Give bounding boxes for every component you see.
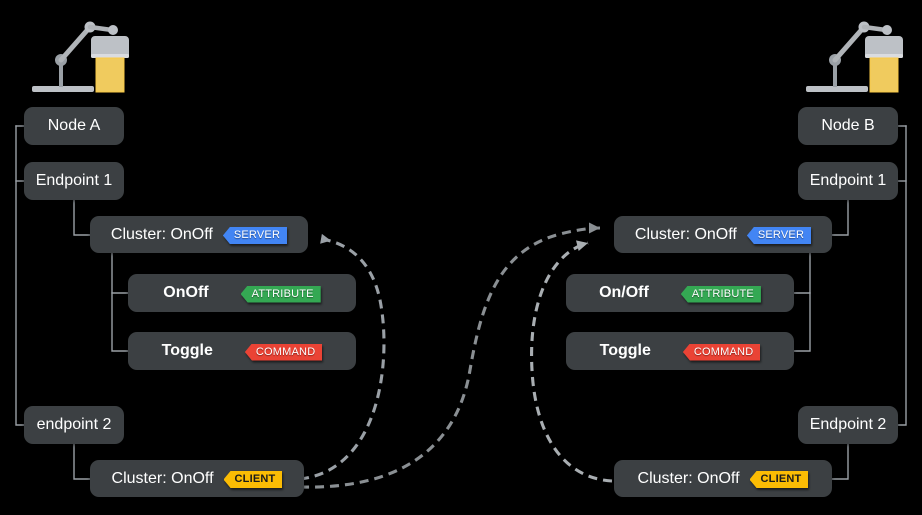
left-cluster-client-label: Cluster: OnOff — [111, 469, 214, 487]
desk-lamp-icon-left — [32, 21, 129, 93]
command-badge: COMMAND — [244, 343, 323, 361]
command-badge: COMMAND — [682, 343, 761, 361]
attribute-badge: ATTRIBUTE — [240, 285, 321, 303]
attribute-badge: ATTRIBUTE — [680, 285, 761, 303]
left-command-label: Toggle — [161, 342, 213, 359]
right-command-badge-wrap: COMMAND — [682, 342, 761, 361]
right-command-label: Toggle — [599, 342, 651, 359]
left-cluster-server-label: Cluster: OnOff — [110, 225, 213, 243]
right-attribute-label: On/Off — [599, 284, 649, 301]
right-endpoint-2-label: Endpoint 2 — [809, 416, 887, 433]
right-server-badge-wrap: SERVER — [746, 225, 812, 244]
left-endpoint-2-label: endpoint 2 — [36, 416, 112, 433]
left-client-badge-wrap: CLIENT — [223, 469, 283, 488]
right-endpoint-2-box[interactable]: Endpoint 2 — [798, 406, 898, 444]
left-server-badge-wrap: SERVER — [222, 225, 288, 244]
left-cluster-onoff-client-box[interactable]: Cluster: OnOff CLIENT — [90, 460, 304, 497]
node-a-label: Node A — [47, 117, 101, 134]
node-b-box[interactable]: Node B — [798, 107, 898, 145]
left-attribute-badge-wrap: ATTRIBUTE — [240, 284, 321, 303]
right-endpoint-1-label: Endpoint 1 — [809, 172, 887, 189]
left-endpoint-2-box[interactable]: endpoint 2 — [24, 406, 124, 444]
right-command-toggle-box[interactable]: Toggle COMMAND — [566, 332, 794, 370]
left-command-toggle-box[interactable]: Toggle COMMAND — [128, 332, 356, 370]
server-badge: SERVER — [222, 227, 288, 244]
left-cluster-onoff-server-box[interactable]: Cluster: OnOff SERVER — [90, 216, 308, 253]
right-endpoint-1-box[interactable]: Endpoint 1 — [798, 162, 898, 200]
client-badge: CLIENT — [223, 471, 283, 488]
left-endpoint-1-label: Endpoint 1 — [35, 172, 113, 189]
server-badge: SERVER — [746, 227, 812, 244]
desk-lamp-icon-right — [806, 21, 903, 93]
right-cluster-client-label: Cluster: OnOff — [637, 469, 740, 487]
node-a-box[interactable]: Node A — [24, 107, 124, 145]
left-attribute-label: OnOff — [163, 284, 209, 301]
right-cluster-server-label: Cluster: OnOff — [634, 225, 737, 243]
right-cluster-onoff-client-box[interactable]: Cluster: OnOff CLIENT — [614, 460, 832, 497]
right-cluster-onoff-server-box[interactable]: Cluster: OnOff SERVER — [614, 216, 832, 253]
node-b-label: Node B — [821, 117, 875, 134]
right-attribute-onoff-box[interactable]: On/Off ATTRIBUTE — [566, 274, 794, 312]
left-attribute-onoff-box[interactable]: OnOff ATTRIBUTE — [128, 274, 356, 312]
right-client-badge-wrap: CLIENT — [749, 469, 809, 488]
left-command-badge-wrap: COMMAND — [244, 342, 323, 361]
client-badge: CLIENT — [749, 471, 809, 488]
left-endpoint-1-box[interactable]: Endpoint 1 — [24, 162, 124, 200]
right-attribute-badge-wrap: ATTRIBUTE — [680, 284, 761, 303]
